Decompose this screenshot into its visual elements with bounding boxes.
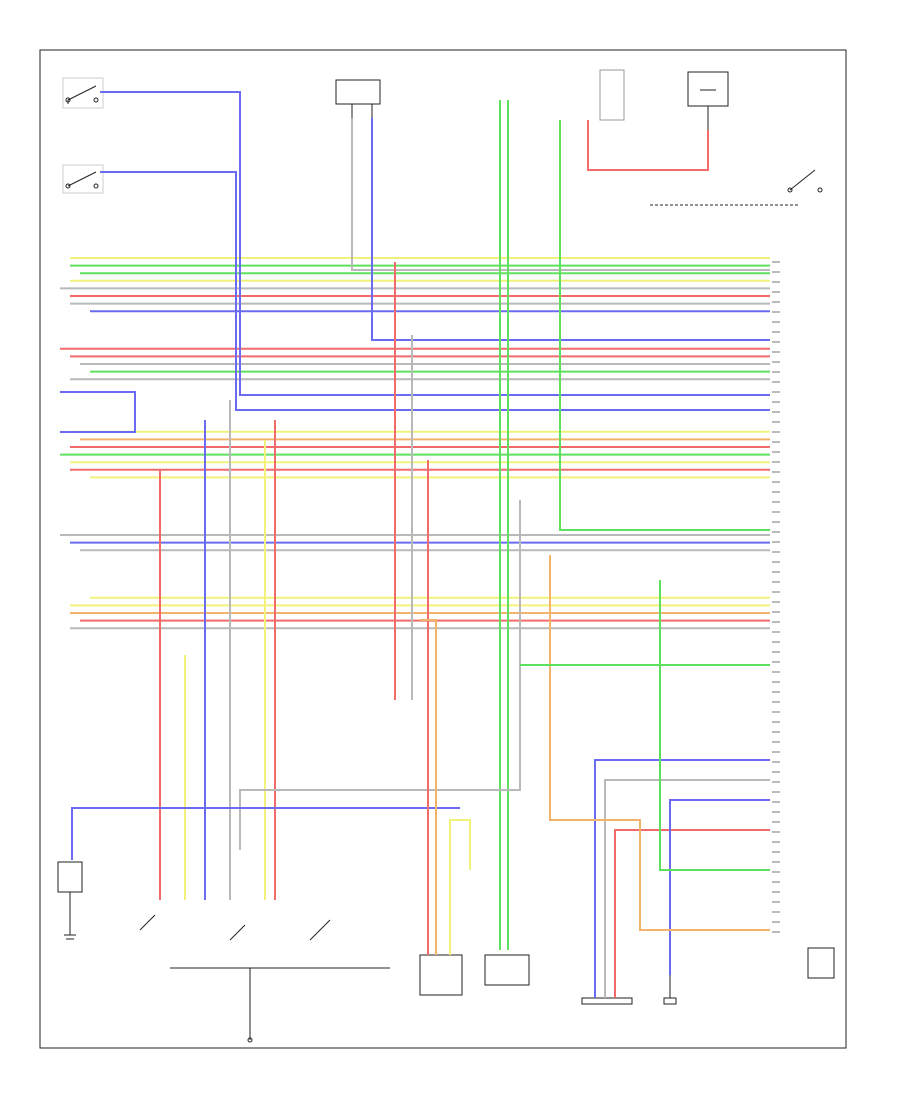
wire-relay-blue — [594, 759, 770, 998]
ground-sensor-left — [57, 861, 83, 940]
switch-top-left-1 — [62, 77, 104, 109]
relay-top-right — [599, 69, 729, 130]
speed-sensor — [663, 975, 677, 1005]
wire-top-switch-1 — [100, 91, 770, 396]
wire-ground-blue — [71, 807, 460, 860]
connector-top-center — [335, 79, 381, 118]
wire-speed-blue — [669, 799, 770, 975]
wire-connector-b — [371, 118, 770, 341]
switch-top-left-2 — [62, 164, 104, 194]
sensor-center-bottom — [484, 954, 530, 986]
relay-bottom-center — [581, 997, 633, 1005]
wire-left-loop — [60, 391, 136, 433]
wire-orange-loop — [549, 555, 770, 931]
wire-relay-loop — [587, 120, 709, 171]
wire-relay-red — [614, 829, 770, 998]
wire-loop-gray — [239, 500, 521, 850]
diagram-border — [39, 49, 847, 1049]
control-module-pins — [772, 261, 780, 933]
shift-lock-solenoid — [419, 954, 463, 996]
wire-shift-orange — [420, 619, 437, 955]
wire-vertical-green-3 — [559, 120, 770, 531]
transmission-range-switch — [139, 914, 390, 1043]
wire-top-switch-2 — [100, 171, 770, 411]
wire-relay-gray — [604, 779, 770, 998]
control-module-box — [807, 947, 835, 979]
wire-connector-a — [351, 118, 770, 271]
wire-green-module — [659, 580, 770, 871]
harness-wires — [60, 91, 770, 998]
switch-right — [650, 169, 823, 206]
wire-sensor-yellow — [449, 819, 471, 955]
